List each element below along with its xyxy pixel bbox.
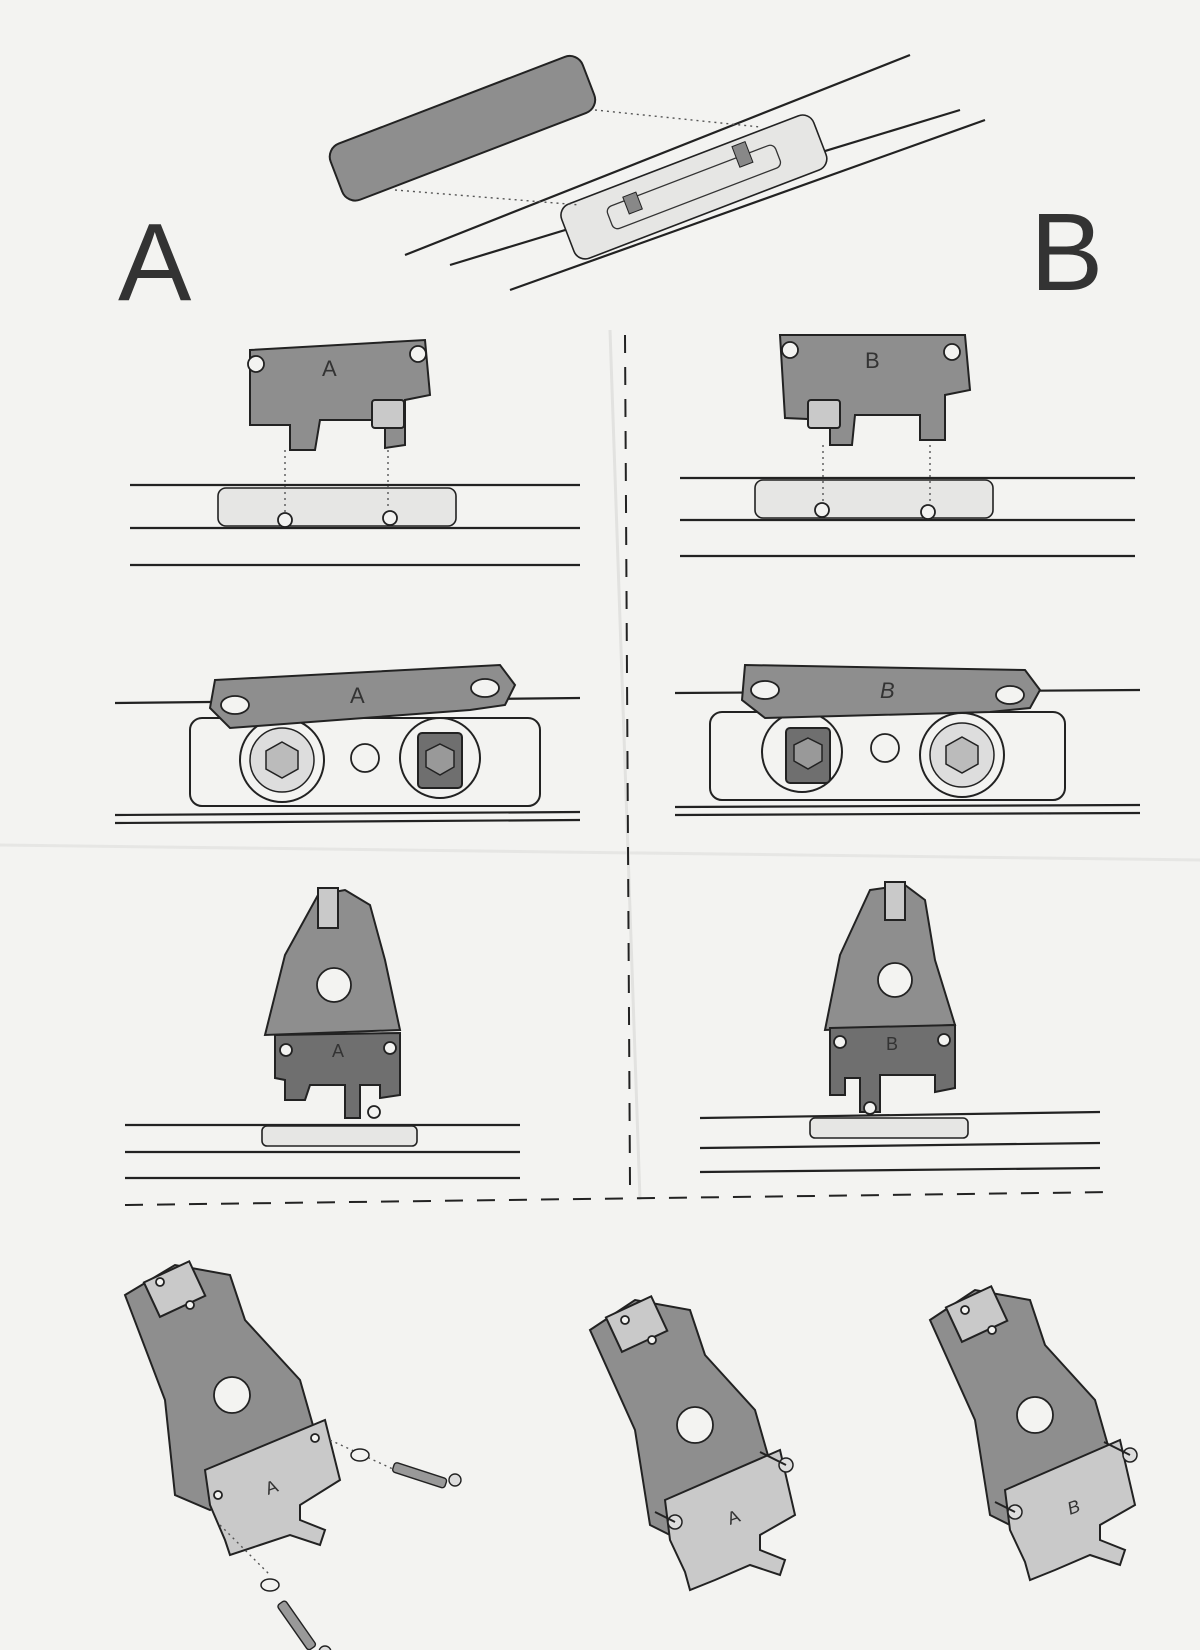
step3-b: B — [699, 881, 1101, 1174]
roof-rail-cover-illustration — [328, 53, 986, 292]
foot-assembly-a-assembled: A — [588, 1294, 797, 1592]
plate-a-label-2: A — [350, 683, 365, 708]
plate-a-label: A — [322, 356, 337, 381]
plate-a-label-3: A — [332, 1041, 344, 1061]
step2-a: A — [114, 663, 581, 825]
step1-a: A — [130, 338, 580, 567]
divider-horizontal — [124, 1191, 1116, 1206]
foot-assembly-a-exploded: A — [123, 1259, 462, 1650]
plate-b-label: B — [865, 348, 880, 373]
plate-b-label-2: B — [880, 678, 895, 703]
foot-assembly-b-assembled: B — [928, 1284, 1138, 1582]
step2-b: B — [674, 663, 1141, 817]
step1-b: B — [680, 334, 1135, 558]
section-b-label: B — [1030, 191, 1103, 314]
section-a-label: A — [118, 201, 192, 324]
step3-a: A — [125, 887, 520, 1180]
rail-cover-plate — [328, 54, 597, 202]
plate-b-label-3: B — [886, 1034, 898, 1054]
divider-vertical — [624, 334, 631, 1186]
